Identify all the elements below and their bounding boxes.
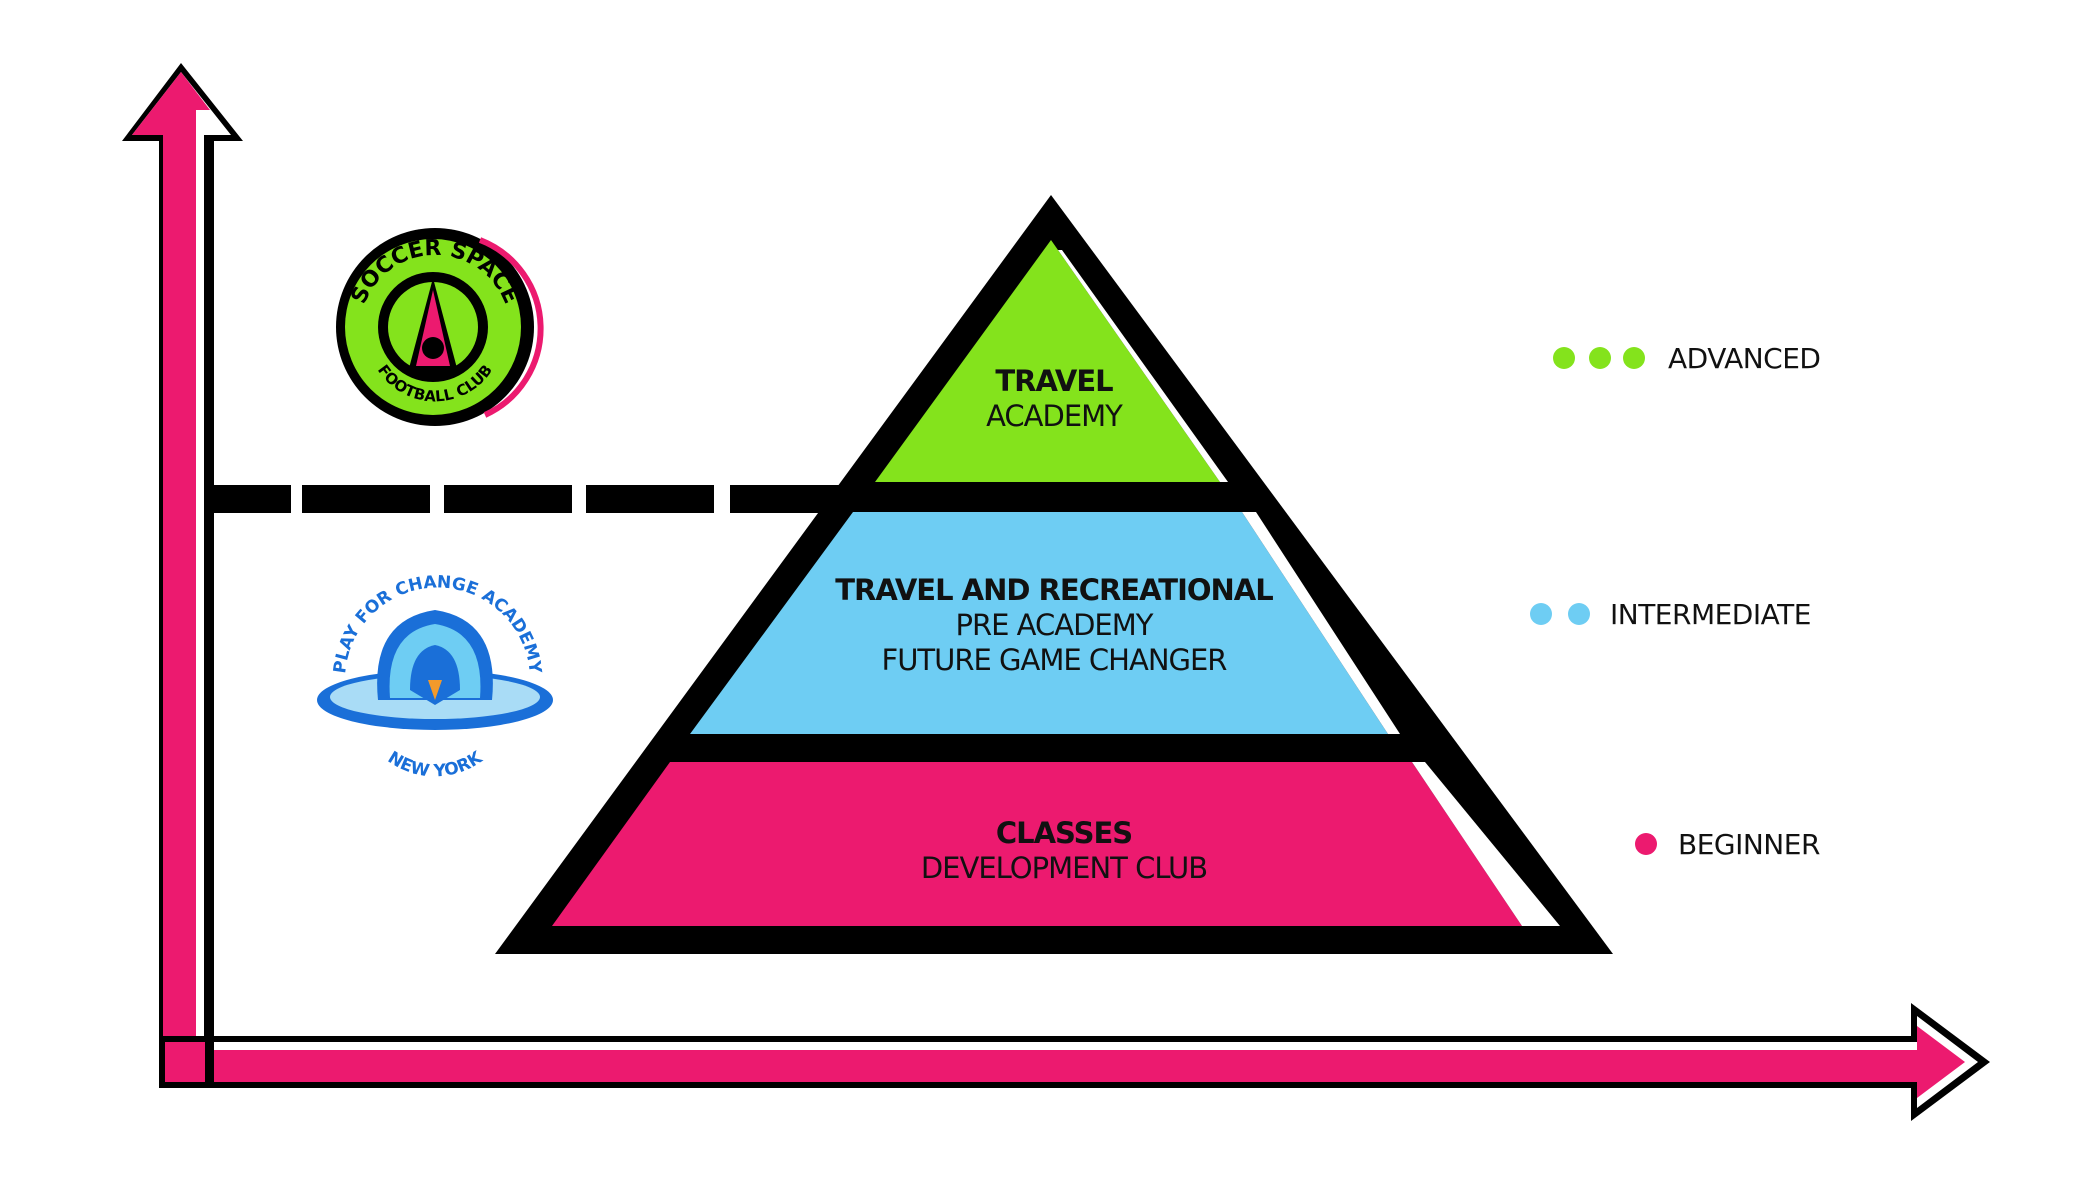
legend-dot xyxy=(1635,833,1657,855)
vertical-axis-arrow xyxy=(122,63,243,1086)
tier-intermediate-title: TRAVEL AND RECREATIONAL xyxy=(835,573,1273,607)
svg-text:NEW YORK: NEW YORK xyxy=(384,747,486,781)
tier-beginner-line: DEVELOPMENT CLUB xyxy=(921,851,1207,885)
tier-advanced xyxy=(875,240,1220,482)
legend-label: BEGINNER xyxy=(1678,828,1820,861)
legend-beginner: BEGINNER xyxy=(1635,828,1820,861)
legend-dot xyxy=(1568,603,1590,625)
soccer-space-logo: SOCCER SPACE FOOTBALL CLUB xyxy=(336,228,544,426)
tier-beginner-title: CLASSES xyxy=(996,816,1132,850)
legend-dot xyxy=(1553,347,1575,369)
legend-dot xyxy=(1530,603,1552,625)
tier-advanced-title: TRAVEL xyxy=(995,364,1113,398)
legend-label: ADVANCED xyxy=(1668,342,1821,375)
tier-intermediate-line: FUTURE GAME CHANGER xyxy=(882,643,1228,677)
tier-intermediate xyxy=(690,512,1388,734)
legend-intermediate: INTERMEDIATE xyxy=(1530,598,1811,631)
legend-advanced: ADVANCED xyxy=(1553,342,1821,375)
legend-label: INTERMEDIATE xyxy=(1610,598,1811,631)
play-for-change-logo: PLAY FOR CHANGE ACADEMY NEW YORK xyxy=(317,572,553,782)
tier-intermediate-line: PRE ACADEMY xyxy=(956,608,1154,642)
tier-advanced-line: ACADEMY xyxy=(986,399,1123,433)
pyramid xyxy=(495,195,1613,954)
horizontal-axis-arrow xyxy=(159,1003,1990,1121)
legend-dot xyxy=(1623,347,1645,369)
tier-beginner xyxy=(552,762,1522,926)
dashed-divider xyxy=(209,485,841,513)
legend-dot xyxy=(1589,347,1611,369)
